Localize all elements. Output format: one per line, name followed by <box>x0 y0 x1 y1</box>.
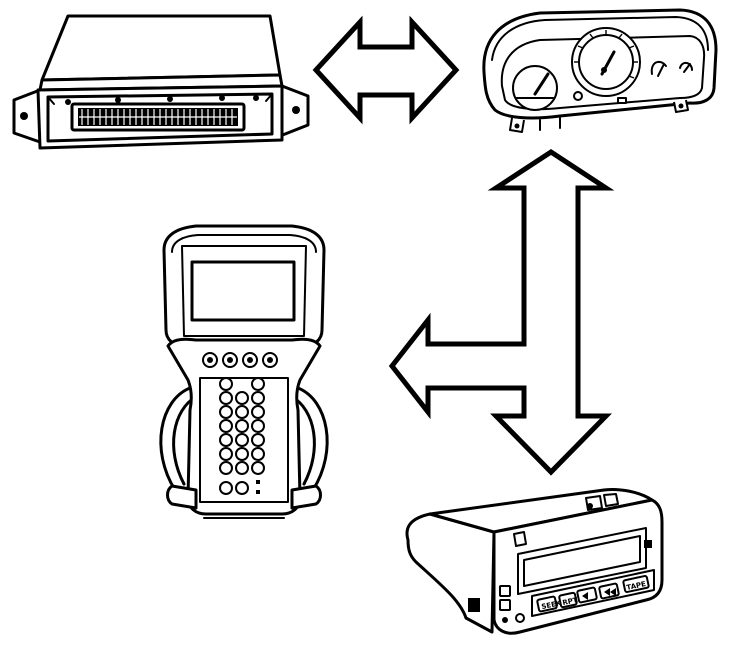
instrument-cluster-icon <box>482 8 718 133</box>
scan-tool-icon <box>159 224 329 519</box>
radio-button-rpt: RPT <box>562 596 579 607</box>
radio-icon: SEEK RPT TAPE <box>405 488 664 635</box>
bidirectional-arrow-vertical-with-branch <box>388 149 615 476</box>
control-module-icon <box>12 14 310 150</box>
bidirectional-arrow-horizontal <box>312 15 460 125</box>
radio-button-tape: TAPE <box>626 580 647 592</box>
